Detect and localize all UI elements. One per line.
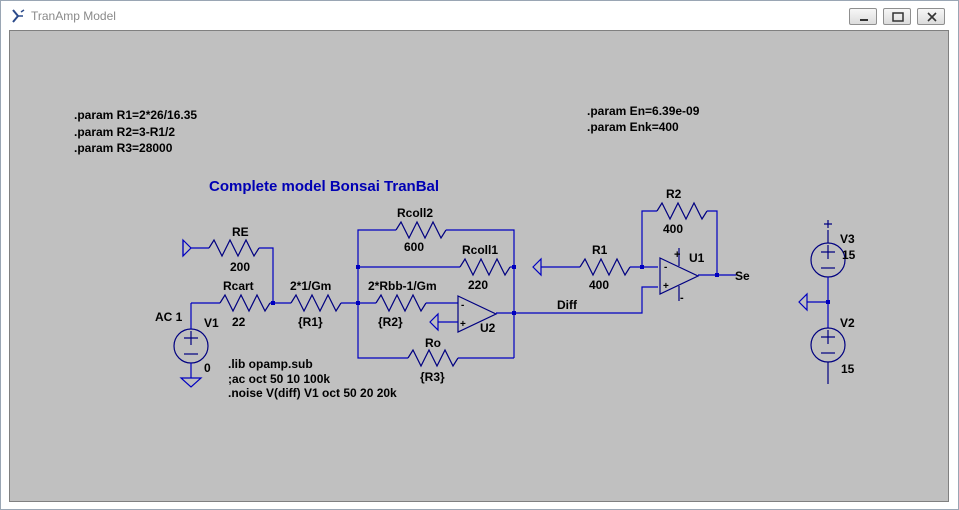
v3-plus-terminal: [824, 220, 832, 243]
u1-vplus: +: [674, 249, 680, 261]
junction-dot: [271, 301, 275, 305]
resistor-rcoll1[interactable]: [459, 257, 511, 277]
r2-name: R2: [666, 187, 682, 201]
v3-value: 15: [842, 248, 856, 262]
ground-flag-left[interactable]: [182, 238, 192, 258]
rcoll2-name: Rcoll2: [397, 206, 433, 220]
v1-ac-label: AC 1: [155, 310, 183, 324]
close-icon: [927, 12, 937, 22]
ltspice-icon: [12, 9, 25, 23]
ro-name: Ro: [425, 336, 441, 350]
junction-dot: [512, 311, 516, 315]
resistor-ro[interactable]: [407, 348, 459, 368]
voltage-source-v1[interactable]: [173, 328, 209, 364]
voltage-source-v2[interactable]: [810, 327, 846, 363]
re-value: 200: [230, 260, 250, 274]
maximize-button[interactable]: [883, 8, 911, 25]
rcart-value: 22: [232, 315, 246, 329]
param-r2: .param R2=3-R1/2: [74, 125, 175, 139]
junction-dot: [715, 273, 719, 277]
rcoll1-value: 220: [468, 278, 488, 292]
window-title: TranAmp Model: [31, 9, 116, 23]
voltage-source-v3[interactable]: [810, 242, 846, 278]
rgm-value: {R1}: [298, 315, 323, 329]
rcoll2-value: 600: [404, 240, 424, 254]
directive-noise: .noise V(diff) V1 oct 50 20 20k: [228, 386, 397, 400]
wire[interactable]: [259, 247, 274, 303]
net-diff-label: Diff: [557, 298, 578, 312]
junction-dot: [512, 265, 516, 269]
re-name: RE: [232, 225, 249, 239]
rcoll1-name: Rcoll1: [462, 243, 498, 257]
resistor-r2[interactable]: [656, 201, 708, 221]
u2-minus: -: [461, 300, 464, 311]
u1-name: U1: [689, 251, 705, 265]
close-button[interactable]: [917, 8, 945, 25]
wire[interactable]: [496, 286, 658, 314]
rrbb-value: {R2}: [378, 315, 403, 329]
minimize-icon: [860, 19, 868, 21]
wire[interactable]: [357, 303, 408, 359]
v1-value: 0: [204, 361, 211, 375]
param-r1: .param R1=2*26/16.35: [74, 108, 197, 122]
net-se-label: Se: [735, 269, 750, 283]
maximize-icon: [892, 12, 904, 22]
u2-name: U2: [480, 321, 496, 335]
param-en: .param En=6.39e-09: [587, 104, 700, 118]
schematic-canvas[interactable]: .param R1=2*26/16.35 .param R2=3-R1/2 .p…: [9, 30, 949, 502]
resistor-rcoll2[interactable]: [395, 220, 447, 240]
r2-value: 400: [663, 222, 683, 236]
opamp-u2[interactable]: - +: [457, 295, 498, 333]
wire[interactable]: [707, 210, 718, 275]
resistor-re[interactable]: [208, 238, 260, 258]
schematic-title: Complete model Bonsai TranBal: [209, 178, 439, 195]
resistor-rbb[interactable]: [375, 293, 427, 313]
ground-flag-supply[interactable]: [798, 292, 808, 312]
schematic-drawing[interactable]: .param R1=2*26/16.35 .param R2=3-R1/2 .p…: [10, 31, 949, 502]
minimize-button[interactable]: [849, 8, 877, 25]
directive-ac: ;ac oct 50 10 100k: [228, 372, 330, 386]
wire[interactable]: [446, 229, 515, 358]
u1-vminus: -: [680, 292, 684, 304]
ground-icon[interactable]: [179, 377, 203, 388]
title-bar[interactable]: TranAmp Model: [1, 1, 958, 31]
param-enk: .param Enk=400: [587, 120, 679, 134]
rgm-name: 2*1/Gm: [290, 279, 331, 293]
u1-minus: -: [664, 262, 667, 273]
v2-value: 15: [841, 362, 855, 376]
rrbb-name: 2*Rbb-1/Gm: [368, 279, 437, 293]
junction-dot: [356, 265, 360, 269]
v3-name: V3: [840, 232, 855, 246]
v2-name: V2: [840, 316, 855, 330]
v1-name: V1: [204, 316, 219, 330]
directive-lib: .lib opamp.sub: [228, 357, 313, 371]
r1-value: 400: [589, 278, 609, 292]
resistor-gm[interactable]: [290, 293, 342, 313]
ground-flag-right[interactable]: [532, 257, 542, 277]
r1-name: R1: [592, 243, 608, 257]
wire[interactable]: [641, 210, 657, 267]
resistor-r1[interactable]: [579, 257, 631, 277]
opamp-u1[interactable]: - + + -: [659, 248, 700, 304]
u1-plus: +: [663, 281, 669, 292]
resistor-rcart[interactable]: [219, 293, 271, 313]
ground-flag-u2[interactable]: [429, 312, 439, 332]
ro-value: {R3}: [420, 370, 445, 384]
rcart-name: Rcart: [223, 279, 254, 293]
param-r3: .param R3=28000: [74, 141, 173, 155]
wire[interactable]: [357, 229, 396, 303]
u2-plus: +: [460, 319, 466, 330]
